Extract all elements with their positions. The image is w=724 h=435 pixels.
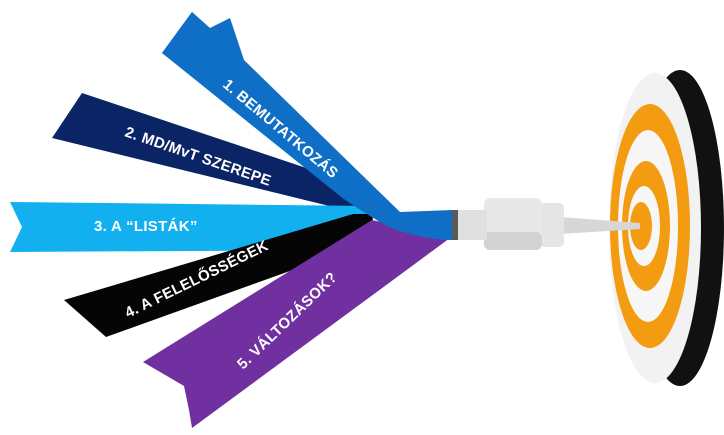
dart-barrel-shadow	[484, 232, 542, 250]
ribbon-label-listak: 3. A “LISTÁK”	[94, 218, 198, 235]
ribbon-felelossegek[interactable]	[64, 214, 376, 337]
target-bullseye	[630, 202, 652, 250]
dart-collar	[450, 210, 458, 240]
dart-neck	[455, 210, 487, 240]
target-board	[609, 70, 724, 386]
ribbon-bemutatkozas-tip	[162, 12, 452, 240]
dart-tip-ring	[540, 203, 564, 247]
dart-shaft	[560, 217, 640, 234]
ribbon-md-mvt[interactable]	[52, 93, 372, 215]
ribbons	[10, 12, 452, 428]
ribbon-valtozasok[interactable]	[143, 220, 450, 428]
dart	[450, 198, 640, 250]
